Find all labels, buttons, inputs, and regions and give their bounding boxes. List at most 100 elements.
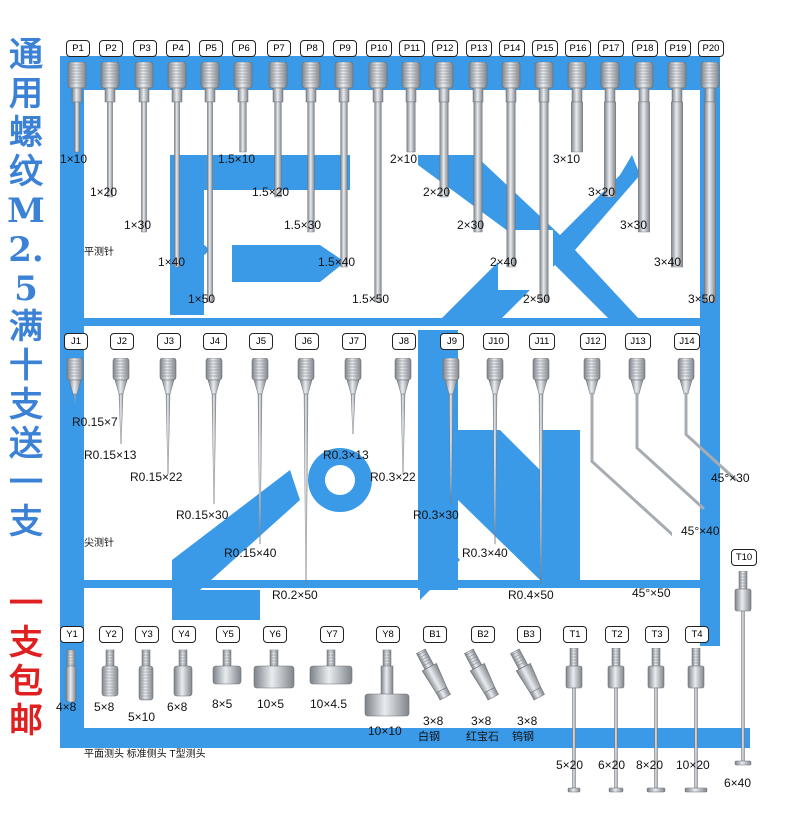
probe-code-p15: P15 — [532, 40, 558, 57]
probe-size-t10: 6×40 — [724, 776, 752, 790]
probe-size-j2: R0.15×13 — [84, 448, 137, 462]
probe-image-p4 — [167, 62, 187, 268]
probe-code-b2: B2 — [471, 626, 495, 643]
probe-image-j14 — [677, 358, 737, 481]
probe-image-p5 — [200, 62, 220, 303]
probe-image-y3 — [138, 649, 154, 701]
probe-code-t1: T1 — [563, 626, 587, 643]
probe-code-p2: P2 — [99, 40, 123, 57]
probe-code-y4: Y4 — [172, 626, 196, 643]
probe-image-j2 — [112, 358, 130, 445]
probe-size-j13: 45°×40 — [681, 524, 720, 538]
probe-image-p2 — [100, 62, 120, 198]
probe-size-y8: 10×10 — [368, 724, 402, 738]
probe-code-b3: B3 — [517, 626, 541, 643]
probe-image-p20 — [700, 62, 720, 303]
probe-code-j13: J13 — [625, 333, 651, 350]
probe-size-j3: R0.15×22 — [130, 470, 183, 484]
probe-size-y1: 4×8 — [56, 700, 77, 714]
probe-code-j4: J4 — [203, 333, 227, 350]
probe-code-p5: P5 — [199, 40, 223, 57]
probe-code-j14: J14 — [674, 333, 700, 350]
probe-code-y8: Y8 — [376, 626, 400, 643]
side-title-thread: 通用螺纹M2.5 — [7, 35, 45, 309]
probe-code-t3: T3 — [645, 626, 669, 643]
category-bottom-probes: 平面测头 标准侧头 T型测头 — [84, 749, 206, 760]
probe-code-j7: J7 — [342, 333, 366, 350]
probe-code-j8: J8 — [392, 333, 416, 350]
probe-image-y8 — [364, 649, 410, 717]
probe-image-j8 — [394, 358, 412, 475]
probe-image-j13 — [628, 358, 705, 510]
probe-image-y2 — [101, 649, 119, 697]
probe-image-t3 — [646, 648, 666, 793]
probe-image-p18 — [634, 62, 654, 233]
probe-code-p12: P12 — [432, 40, 458, 57]
probe-code-y5: Y5 — [216, 626, 240, 643]
probe-image-j1 — [66, 358, 84, 404]
probe-code-j3: J3 — [157, 333, 181, 350]
probe-image-b1 — [416, 648, 451, 701]
probe-image-p14 — [501, 62, 521, 268]
probe-image-p9 — [334, 62, 354, 268]
probe-size-p5: 1×50 — [188, 292, 216, 306]
probe-code-p7: P7 — [267, 40, 291, 57]
probe-code-p11: P11 — [399, 40, 425, 57]
probe-material-b1: 白钢 — [418, 731, 440, 743]
probe-size-j10: R0.3×40 — [462, 546, 508, 560]
probe-size-p4: 1×40 — [158, 255, 186, 269]
probe-image-j9 — [442, 358, 460, 505]
probe-code-b1: B1 — [423, 626, 447, 643]
probe-image-b3 — [510, 648, 545, 701]
probe-image-j7 — [344, 358, 362, 435]
probe-size-j6: R0.2×50 — [272, 588, 318, 602]
probe-size-y5: 8×5 — [212, 697, 233, 711]
probe-size-t4: 10×20 — [676, 758, 710, 772]
probe-size-p20: 3×50 — [688, 292, 716, 306]
probe-code-y3: Y3 — [135, 626, 159, 643]
probe-size-p18: 3×30 — [620, 218, 648, 232]
probe-code-y6: Y6 — [263, 626, 287, 643]
probe-size-t3: 8×20 — [636, 758, 664, 772]
probe-code-p18: P18 — [632, 40, 658, 57]
probe-image-p8 — [301, 62, 321, 233]
probe-image-p11 — [401, 62, 421, 153]
probe-image-t4 — [684, 648, 708, 793]
probe-image-p16 — [567, 62, 587, 153]
side-title-promo: 满十支送一支 — [9, 307, 43, 542]
probe-image-t1 — [565, 648, 583, 793]
probe-size-p1: 1×10 — [60, 152, 88, 166]
probe-size-b3: 3×8 — [517, 714, 538, 728]
probe-size-j7: R0.3×13 — [323, 448, 369, 462]
probe-size-p17: 3×20 — [588, 185, 616, 199]
category-pointed-probes: 尖测针 — [84, 538, 114, 549]
probe-size-p12: 2×20 — [423, 185, 451, 199]
probe-code-t10: T10 — [731, 549, 757, 566]
probe-size-j5: R0.15×40 — [224, 546, 277, 560]
probe-code-y7: Y7 — [320, 626, 344, 643]
probe-image-p1 — [67, 62, 87, 153]
probe-catalog: { "side_title": {"line1": "通用螺纹M2.5", "l… — [7, 35, 757, 793]
probe-size-p3: 1×30 — [124, 218, 152, 232]
probe-image-j5 — [251, 358, 269, 545]
probe-size-t1: 5×20 — [556, 758, 584, 772]
probe-image-p6 — [233, 62, 253, 153]
probe-code-t4: T4 — [685, 626, 709, 643]
probe-code-p4: P4 — [166, 40, 190, 57]
probe-image-p12 — [434, 62, 454, 198]
probe-size-p13: 2×30 — [457, 218, 485, 232]
probe-code-p6: P6 — [232, 40, 256, 57]
probe-code-j5: J5 — [249, 333, 273, 350]
probe-code-p3: P3 — [133, 40, 157, 57]
probe-code-p20: P20 — [698, 40, 724, 57]
probe-image-y6 — [253, 649, 295, 689]
probe-size-p10: 1.5×50 — [352, 292, 390, 306]
probe-size-y2: 5×8 — [94, 700, 115, 714]
probe-image-b2 — [464, 648, 499, 701]
probe-code-p1: P1 — [66, 40, 90, 57]
probe-size-j14: 45°×30 — [711, 471, 750, 485]
probe-size-j12: 45°×50 — [632, 586, 671, 600]
probe-size-j8: R0.3×22 — [370, 470, 416, 484]
probe-size-p7: 1.5×20 — [252, 185, 290, 199]
probe-size-p15: 2×50 — [523, 292, 551, 306]
